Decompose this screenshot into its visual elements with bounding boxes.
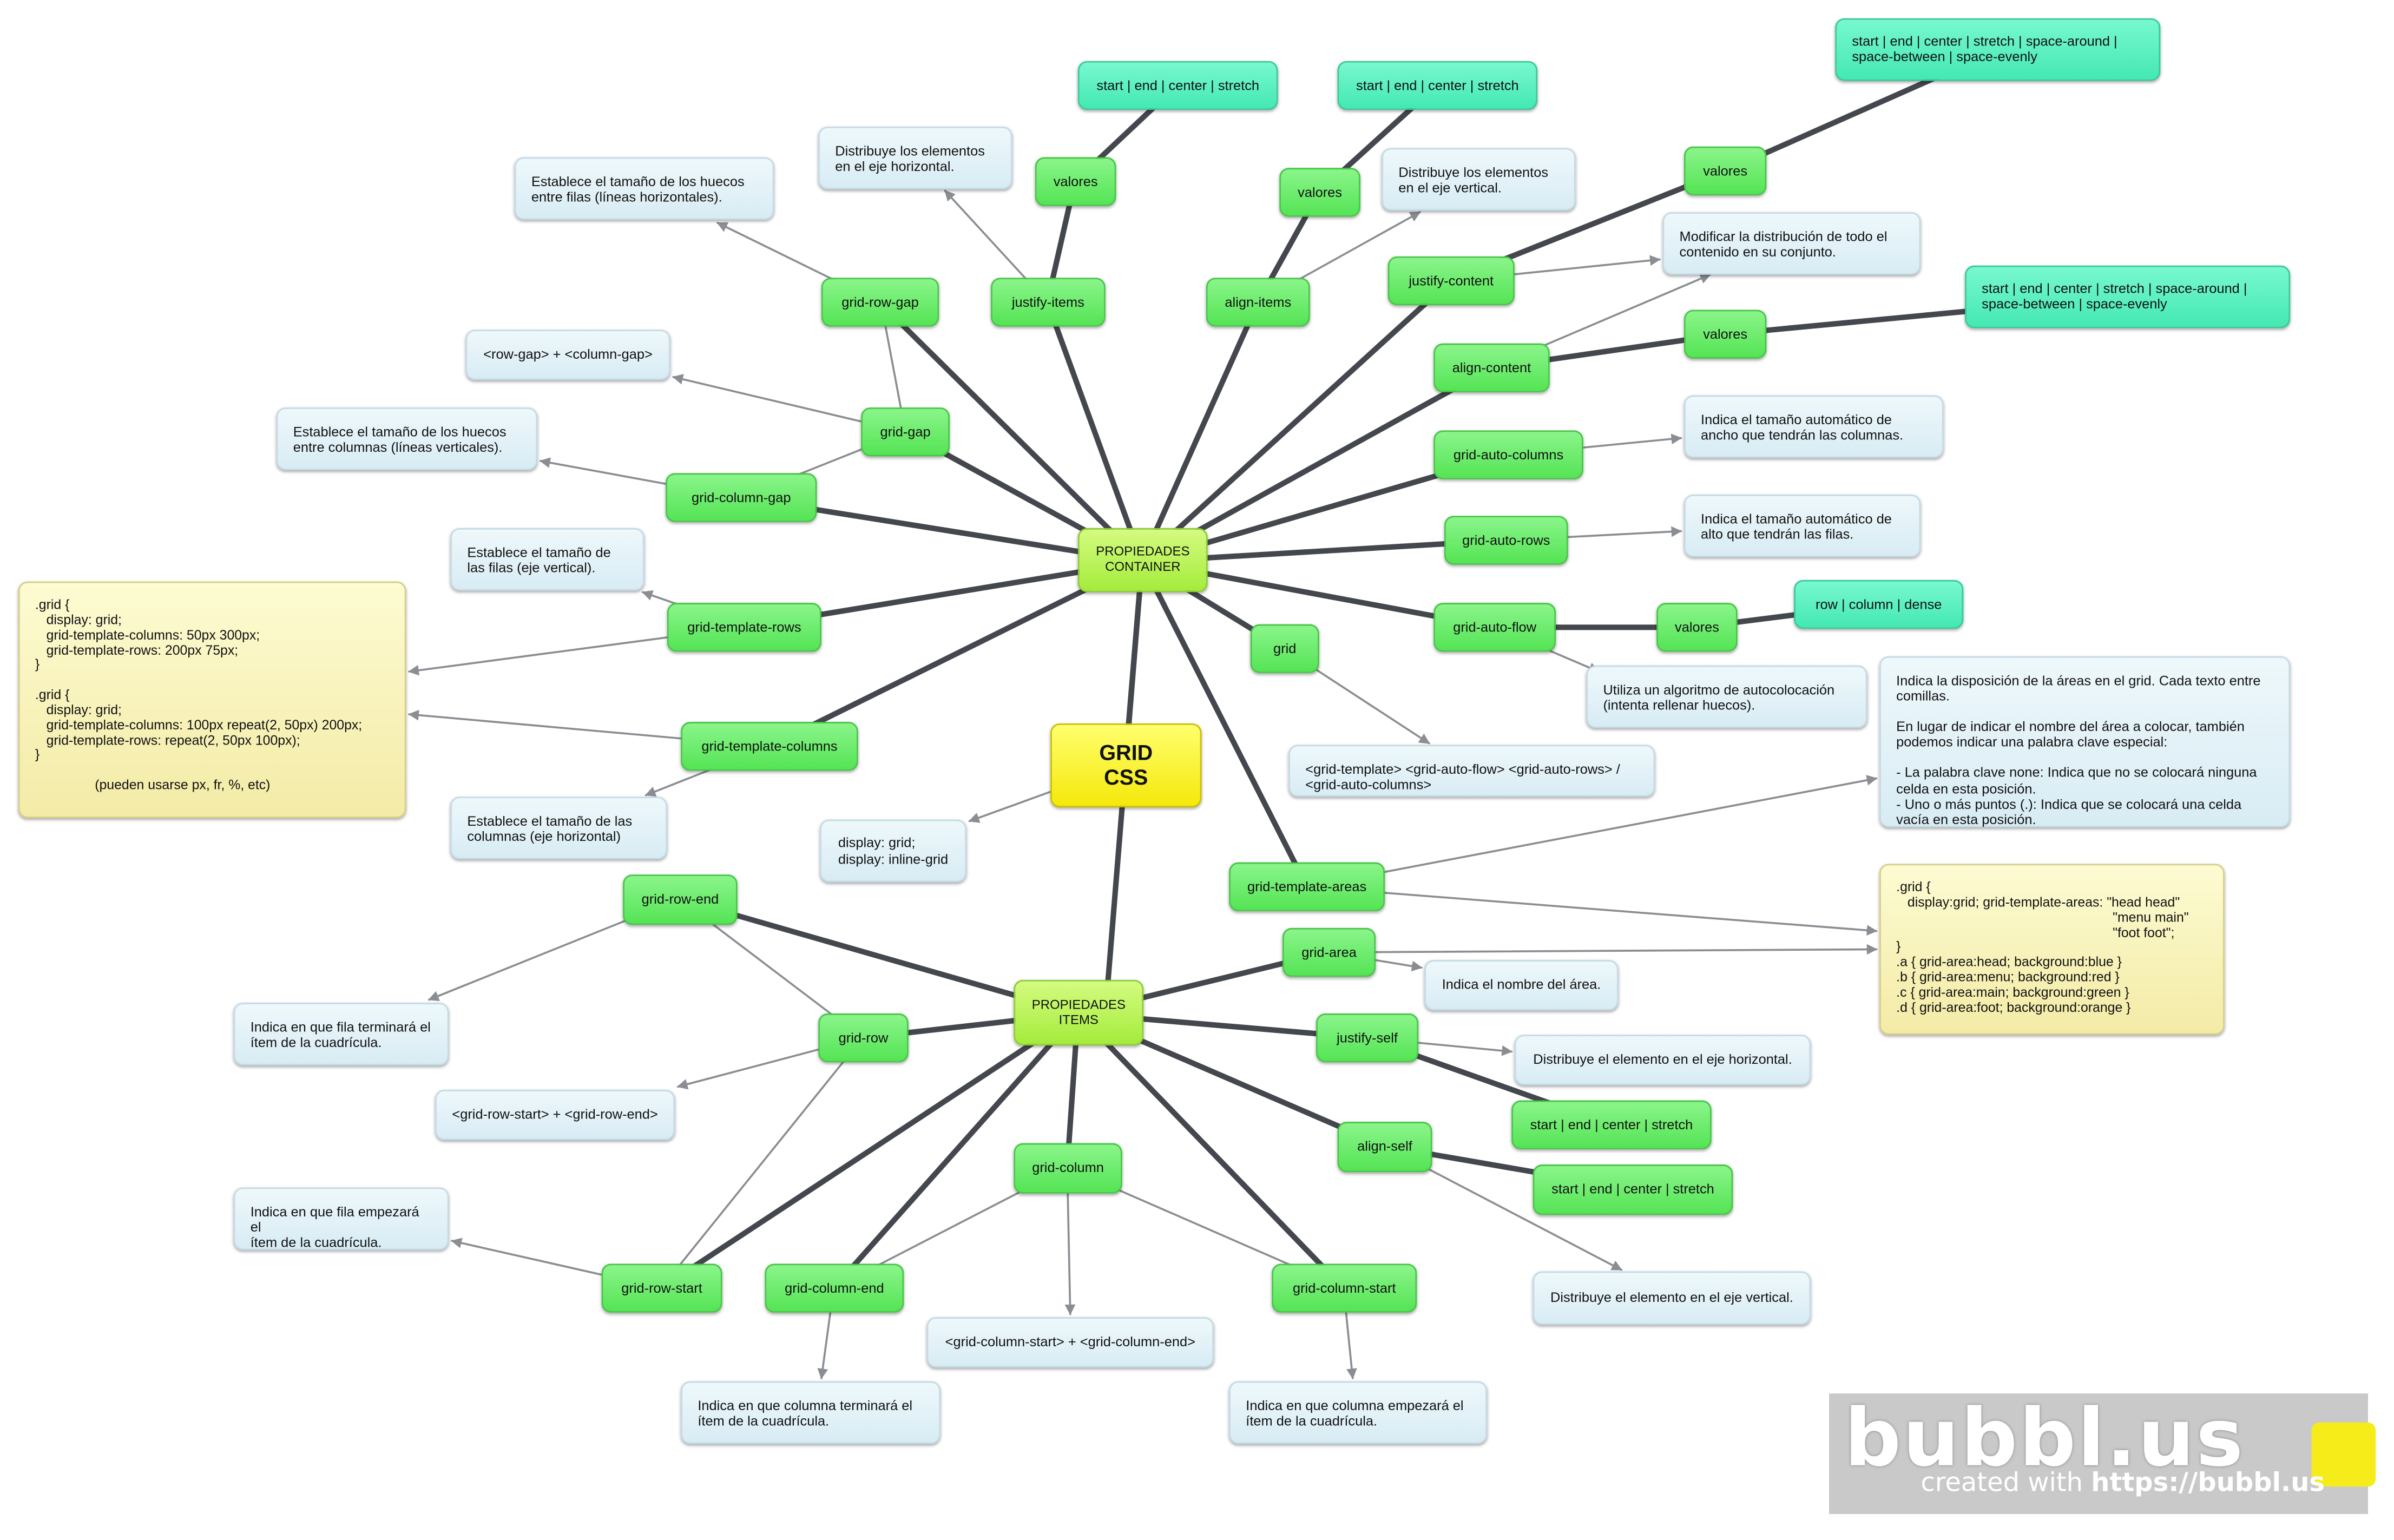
bubblus-watermark[interactable]: bubbl.us created with https://bubbl.us (1829, 1393, 2376, 1515)
align-content-options[interactable]: start | end | center | stretch | space-a… (1965, 265, 2291, 328)
connector-line (1044, 299, 1145, 565)
align-self-node[interactable]: align-self (1337, 1122, 1432, 1173)
align-items-options[interactable]: start | end | center | stretch (1337, 61, 1538, 110)
connector-line (831, 1010, 1081, 1291)
justify-items-node[interactable]: justify-items (991, 278, 1106, 327)
auto-rows-desc-note[interactable]: Indica el tamaño automático de alto que … (1684, 494, 1921, 557)
auto-columns-desc-note[interactable]: Indica el tamaño automático de ancho que… (1684, 395, 1944, 458)
grid-gap-desc-note[interactable]: <row-gap> + <column-gap> (465, 330, 670, 380)
align-items-node[interactable]: align-items (1206, 278, 1310, 327)
column-gap-desc-note[interactable]: Establece el tamaño de los huecos entre … (276, 407, 538, 470)
connector-line (660, 1037, 864, 1289)
grid-row-gap-node[interactable]: grid-row-gap (821, 278, 939, 327)
display-note[interactable]: display: grid; display: inline-grid (820, 819, 966, 883)
justify-items-desc-note[interactable]: Distribuye los elementos en el eje horiz… (818, 127, 1012, 189)
justify-self-options[interactable]: start | end | center | stretch (1511, 1100, 1712, 1149)
grid-column-node[interactable]: grid-column (1014, 1143, 1122, 1194)
connector-line (877, 299, 1145, 565)
justify-content-node[interactable]: justify-content (1387, 256, 1515, 306)
grid-row-node[interactable]: grid-row (818, 1013, 909, 1063)
grid-node[interactable]: grid (1250, 624, 1319, 673)
grid-desc-note[interactable]: <grid-template> <grid-auto-flow> <grid-a… (1288, 745, 1655, 797)
template-areas-code-block[interactable]: .grid { display:grid; grid-template-area… (1879, 864, 2225, 1035)
template-columns-desc-note[interactable]: Establece el tamaño de las columnas (eje… (450, 797, 667, 859)
grid-row-start-node[interactable]: grid-row-start (601, 1263, 722, 1313)
grid-gap-node[interactable]: grid-gap (861, 407, 950, 457)
grid-area-node[interactable]: grid-area (1282, 927, 1376, 977)
auto-flow-desc-note[interactable]: Utiliza un algoritmo de autocolocación (… (1586, 665, 1867, 728)
align-items-desc-note[interactable]: Distribuye los elementos en el eje verti… (1382, 148, 1576, 211)
column-start-desc-note[interactable]: Indica en que columna empezará el ítem d… (1229, 1381, 1488, 1444)
connector-line (1075, 1010, 1346, 1291)
connector-line (1139, 278, 1454, 565)
connector-line (1139, 299, 1261, 565)
grid-auto-flow-node[interactable]: grid-auto-flow (1433, 603, 1556, 652)
row-start-desc-note[interactable]: Indica en que fila empezará el ítem de l… (233, 1187, 449, 1251)
column-end-desc-note[interactable]: Indica en que columna terminará el ítem … (681, 1381, 940, 1444)
logo-square-icon (2311, 1422, 2376, 1487)
connector-line (1306, 775, 1878, 888)
grid-column-end-node[interactable]: grid-column-end (765, 1263, 904, 1313)
justify-content-options[interactable]: start | end | center | stretch | space-a… (1835, 18, 2161, 81)
justify-content-values-node[interactable]: valores (1684, 146, 1767, 196)
template-areas-desc-note[interactable]: Indica la disposición de la áreas en el … (1879, 656, 2291, 827)
grid-auto-columns-node[interactable]: grid-auto-columns (1433, 430, 1583, 479)
align-content-node[interactable]: align-content (1433, 343, 1550, 392)
grid-row-end-node[interactable]: grid-row-end (623, 874, 738, 925)
align-self-desc-note[interactable]: Distribuye el elemento en el eje vertica… (1533, 1271, 1811, 1325)
root-node[interactable]: GRID CSS (1050, 723, 1202, 808)
template-code-block[interactable]: .grid { display: grid; grid-template-col… (18, 581, 406, 818)
grid-template-columns-node[interactable]: grid-template-columns (681, 722, 858, 771)
container-group-node[interactable]: PROPIEDADES CONTAINER (1077, 528, 1208, 593)
grid-template-rows-node[interactable]: grid-template-rows (667, 603, 821, 652)
auto-flow-values-node[interactable]: valores (1656, 603, 1738, 652)
grid-auto-rows-node[interactable]: grid-auto-rows (1444, 516, 1568, 565)
justify-self-desc-note[interactable]: Distribuye el elemento en el eje horizon… (1514, 1035, 1811, 1085)
grid-column-desc-note[interactable]: <grid-column-start> + <grid-column-end> (926, 1317, 1214, 1368)
connector-line (676, 896, 1081, 1016)
connector-line (766, 558, 1145, 749)
justify-items-values-node[interactable]: valores (1035, 157, 1116, 206)
align-self-options[interactable]: start | end | center | stretch (1533, 1164, 1733, 1215)
align-items-values-node[interactable]: valores (1279, 168, 1360, 217)
connector-line (658, 1010, 1081, 1291)
grid-column-start-node[interactable]: grid-column-start (1272, 1263, 1417, 1313)
grid-column-gap-node[interactable]: grid-column-gap (666, 473, 817, 522)
row-end-desc-note[interactable]: Indica en que fila terminará el ítem de … (233, 1003, 449, 1065)
logo-tagline: created with https://bubbl.us (1921, 1468, 2325, 1499)
grid-area-desc-note[interactable]: Indica el nombre del área. (1424, 960, 1619, 1011)
align-content-values-node[interactable]: valores (1684, 310, 1767, 359)
connector-line (1306, 885, 1878, 936)
grid-row-desc-note[interactable]: <grid-row-start> + <grid-row-end> (435, 1089, 675, 1140)
auto-flow-options[interactable]: row | column | dense (1794, 580, 1964, 629)
connector-line (1327, 944, 1878, 955)
items-group-node[interactable]: PROPIEDADES ITEMS (1014, 979, 1144, 1046)
justify-content-desc-note[interactable]: Modificar la distribución de todo el con… (1662, 212, 1921, 275)
justify-self-node[interactable]: justify-self (1316, 1013, 1419, 1063)
connector-line (1139, 558, 1310, 890)
template-rows-desc-note[interactable]: Establece el tamaño de las filas (eje ve… (450, 528, 644, 591)
logo-wordmark: bubbl.us (1844, 1393, 2245, 1485)
justify-items-options[interactable]: start | end | center | stretch (1077, 61, 1278, 110)
grid-template-areas-node[interactable]: grid-template-areas (1229, 862, 1385, 911)
row-gap-desc-note[interactable]: Establece el tamaño de los huecos entre … (514, 157, 774, 220)
